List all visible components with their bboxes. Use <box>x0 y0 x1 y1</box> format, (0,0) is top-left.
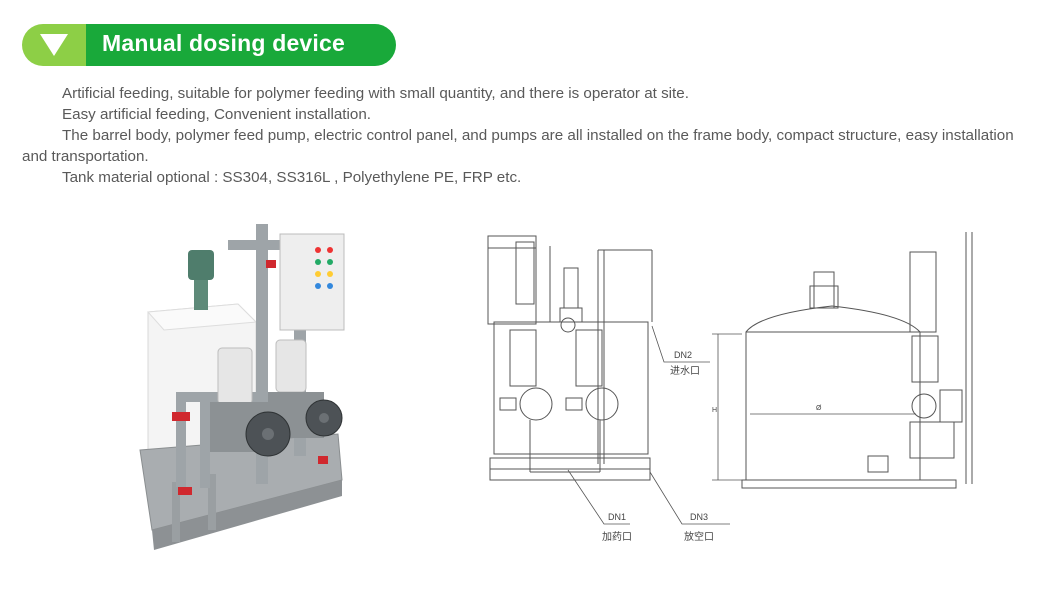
description-line-4: Tank material optional : SS304, SS316L ,… <box>62 169 522 186</box>
banner-title-block <box>86 24 396 66</box>
dn3-leader <box>649 471 730 525</box>
dn2-leader <box>651 325 710 363</box>
description-line-3: The barrel body, polymer feed pump, elec… <box>22 127 1014 165</box>
dn1-leader <box>567 469 630 525</box>
page-title: Manual dosing device <box>102 30 345 56</box>
side-view-tank <box>745 331 921 481</box>
description-line-2: Easy artificial feeding, Convenient inst… <box>62 106 371 123</box>
dn2-cn-label: 进水口 <box>670 365 700 377</box>
technical-drawing: DN2 进水口 DN1 加药口 DN3 放空口 H Ø <box>487 232 973 543</box>
height-label: H <box>712 407 717 414</box>
dn3-label: DN3 <box>690 512 708 522</box>
dn2-label: DN2 <box>674 350 692 360</box>
dn1-cn-label: 加药口 <box>602 531 632 543</box>
triangle-down-icon <box>40 34 68 56</box>
section-banner: Manual dosing device <box>22 24 396 66</box>
front-view-tank <box>493 321 649 455</box>
product-photo <box>139 224 345 550</box>
dn1-label: DN1 <box>608 512 626 522</box>
description-paragraph: Artificial feeding, suitable for polymer… <box>22 83 1034 188</box>
diameter-label: Ø <box>816 405 822 412</box>
banner-icon-block <box>22 24 86 66</box>
description-line-1: Artificial feeding, suitable for polymer… <box>62 85 689 102</box>
dn3-cn-label: 放空口 <box>684 530 714 543</box>
